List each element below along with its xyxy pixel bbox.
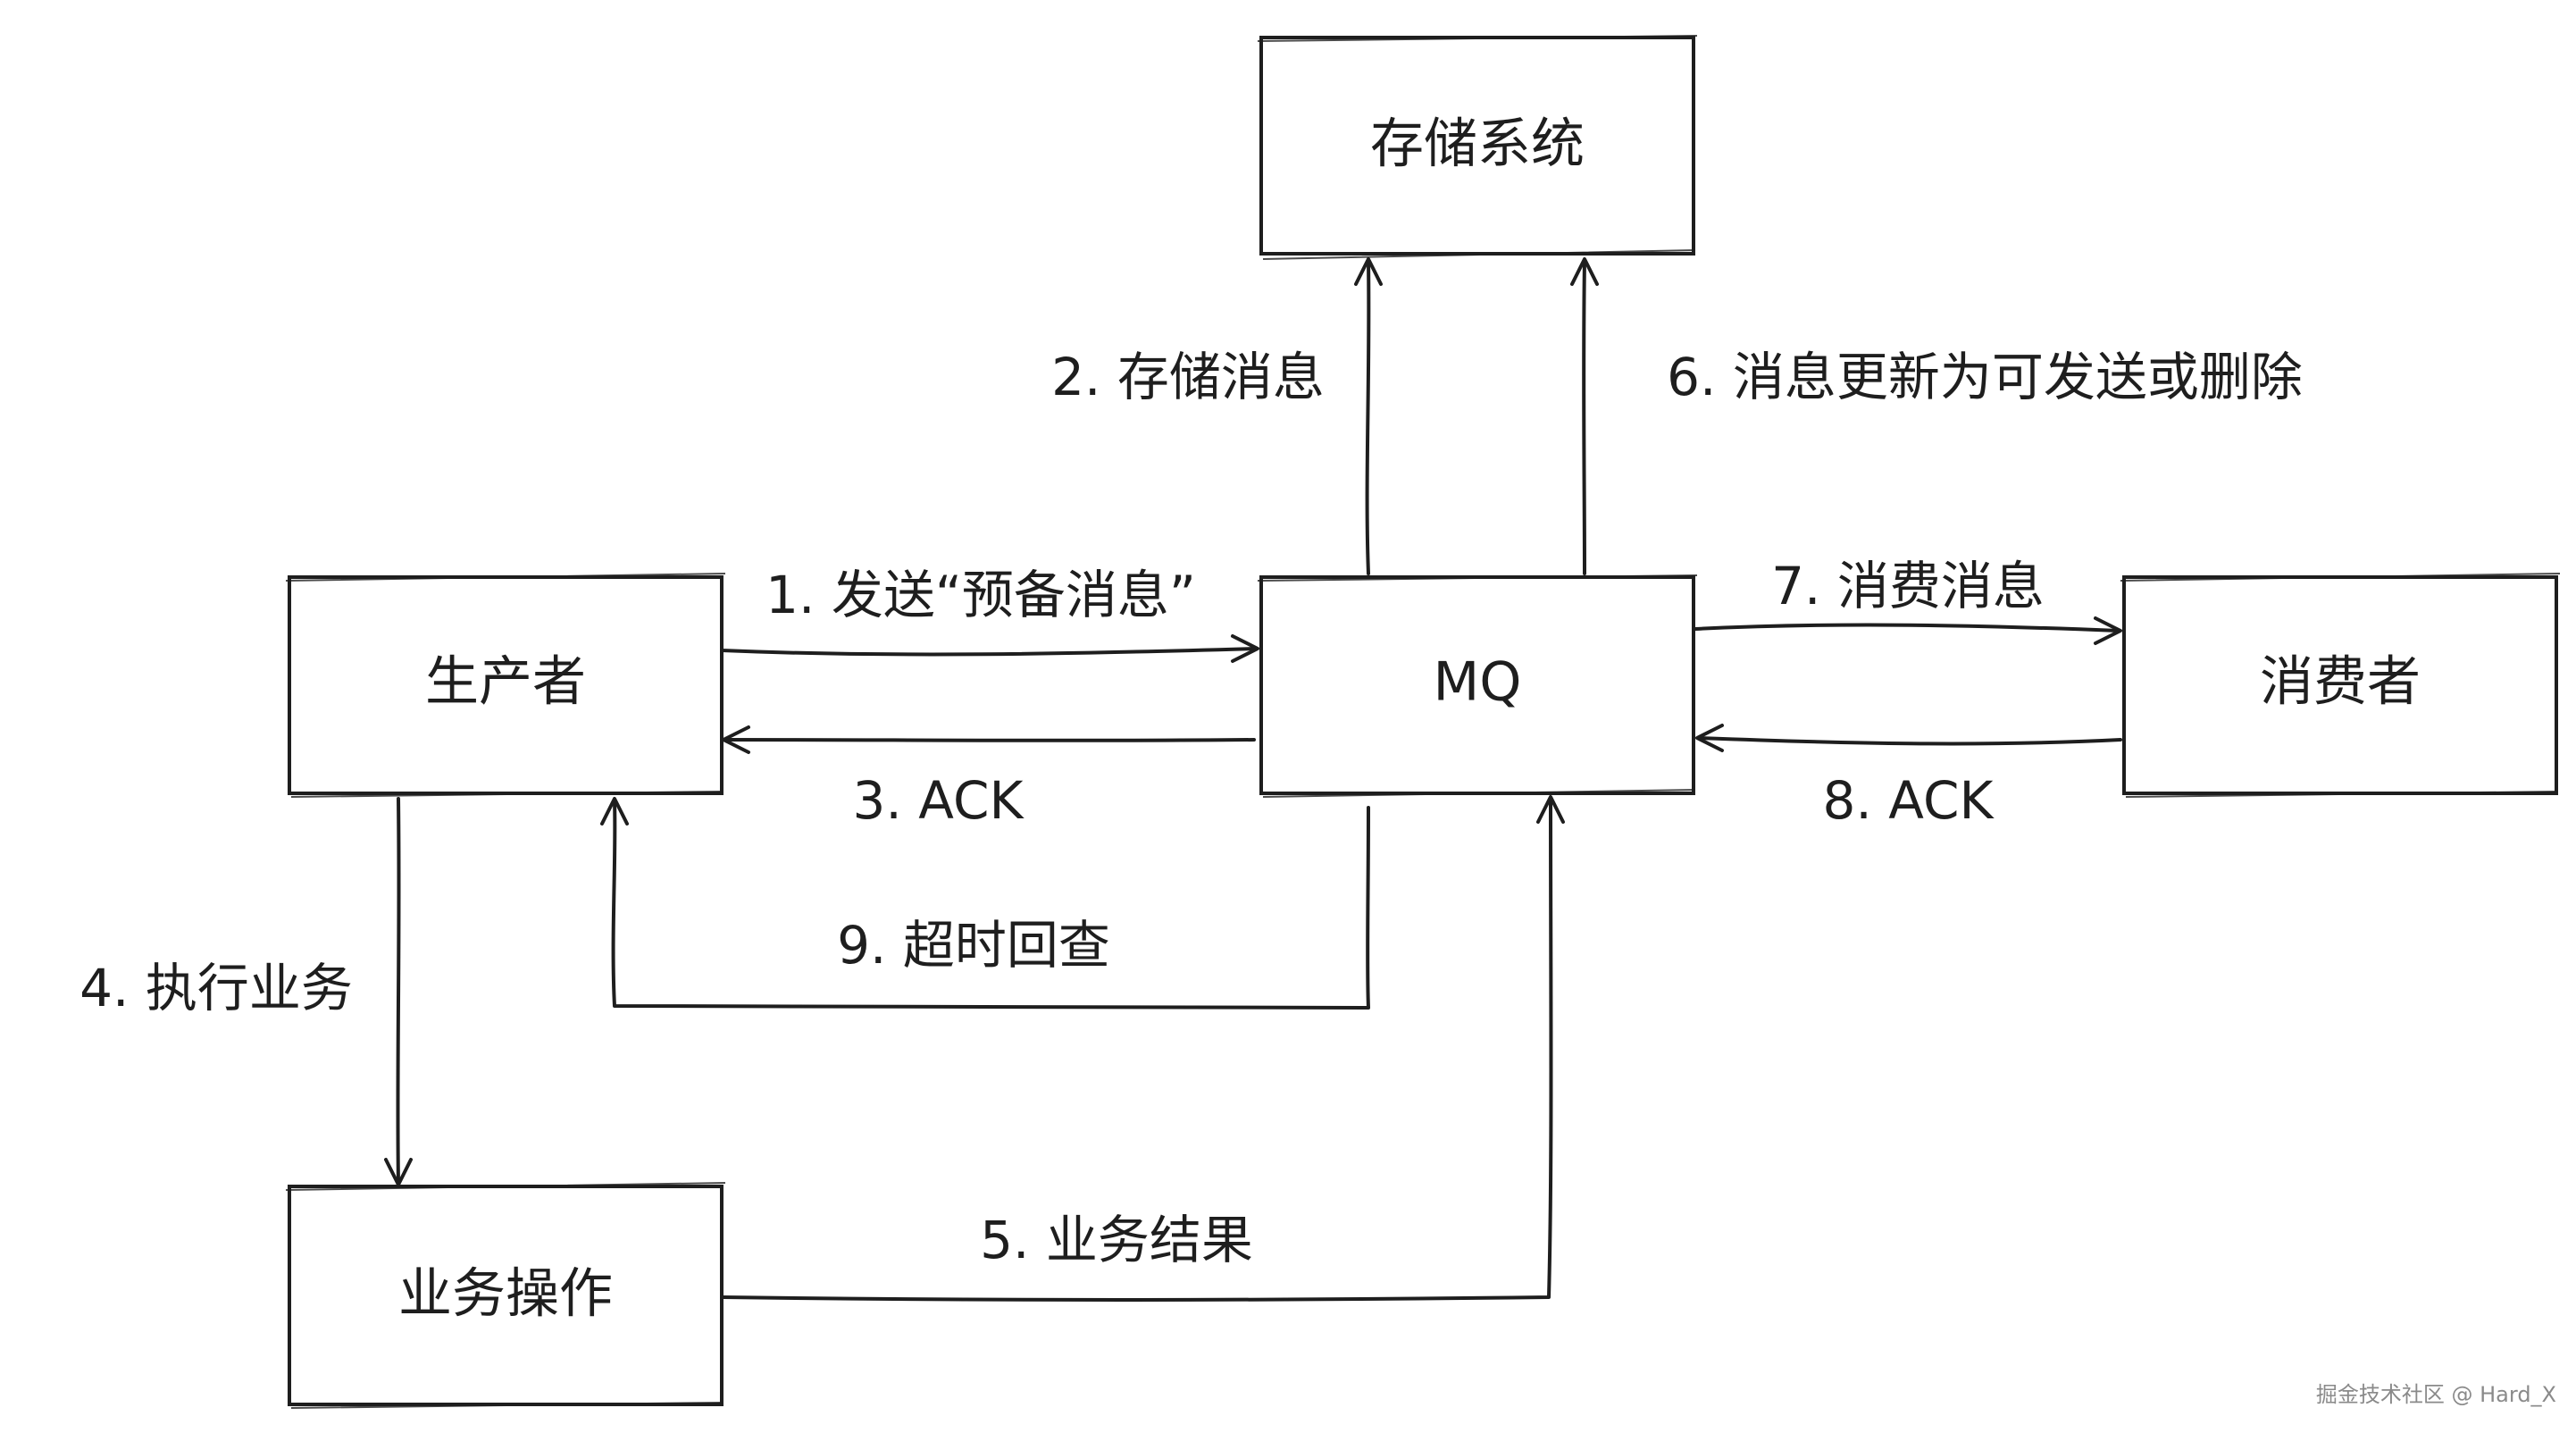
edge-ack-to-producer (722, 725, 1256, 754)
edge-label-step4: 4. 执行业务 (79, 958, 353, 1018)
edge-label-step6: 6. 消息更新为可发送或删除 (1667, 347, 2303, 407)
edge-execute-business (384, 797, 413, 1186)
node-mq: MQ (1257, 574, 1698, 798)
node-business-operation: 业务操作 (285, 1182, 726, 1409)
business-operation-label: 业务操作 (398, 1263, 613, 1326)
edge-label-step1: 1. 发送“预备消息” (765, 565, 1196, 625)
edge-label-step2: 2. 存储消息 (1051, 347, 1325, 407)
edge-ack-to-mq (1695, 724, 2122, 752)
edge-consume-message (1694, 616, 2122, 645)
producer-label: 生产者 (425, 651, 586, 714)
edge-label-step9: 9. 超时回查 (837, 915, 1110, 976)
edge-label-step8: 8. ACK (1823, 770, 1995, 831)
mq-label: MQ (1434, 651, 1522, 714)
node-consumer: 消费者 (2120, 573, 2561, 798)
watermark-text: 掘金技术社区 @ Hard_X (2316, 1382, 2556, 1407)
edge-update-message-status (1570, 257, 1599, 575)
consumer-label: 消费者 (2260, 651, 2421, 714)
edge-label-step7: 7. 消费消息 (1771, 556, 2045, 616)
edge-store-message (1354, 257, 1383, 575)
edge-business-result (722, 795, 1565, 1302)
node-producer: 生产者 (285, 573, 726, 798)
node-storage-system: 存储系统 (1257, 35, 1698, 260)
storage-system-label: 存储系统 (1370, 113, 1585, 176)
edge-timeout-check-back (600, 797, 1370, 1010)
edge-send-prepare-message (720, 634, 1259, 663)
edge-label-step5: 5. 业务结果 (980, 1210, 1253, 1270)
edge-label-step3: 3. ACK (853, 770, 1025, 831)
